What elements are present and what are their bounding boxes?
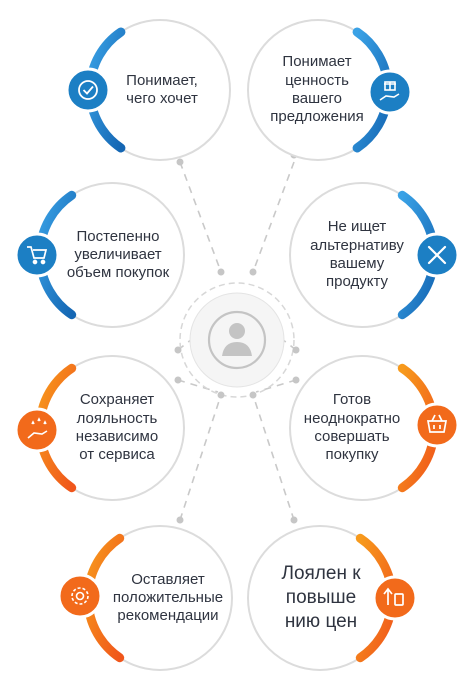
shopping-cart-icon (27, 246, 48, 265)
card-text-ready-to-repeat: Готов неоднократно совершать покупку (303, 391, 401, 464)
center-hub (179, 282, 295, 398)
card-text-increases-volume: Постепенно увеличивает объем покупок (66, 227, 170, 282)
hand-stars-icon (27, 417, 48, 439)
card-stays-loyal (14, 355, 185, 501)
card-understands-wants (65, 19, 231, 161)
user-avatar-icon (222, 323, 252, 356)
card-text-understands-wants: Понимает, чего хочет (126, 71, 198, 107)
cross-tools-icon (427, 245, 447, 265)
card-text-understands-value: Понимает ценность вашего предложения (270, 53, 364, 126)
card-increases-volume (14, 182, 185, 328)
card-ready-to-repeat (289, 355, 460, 501)
hand-gift-icon (379, 81, 400, 101)
card-no-alternative (289, 182, 460, 328)
price-up-icon (383, 587, 404, 606)
card-text-no-alternative: Не ищет альтернативу вашему продукту (310, 218, 404, 291)
card-text-stays-loyal: Сохраняет лояльность независимо от серви… (75, 391, 159, 464)
card-understands-value (247, 19, 413, 161)
badge-check-icon (78, 80, 98, 100)
card-loyal-to-prices (247, 525, 418, 671)
like-gear-icon (71, 587, 89, 605)
card-text-recommends: Оставляет положительные рекомендации (112, 570, 224, 625)
card-recommends (57, 525, 233, 671)
connector-lines (177, 161, 297, 521)
card-text-loyal-to-prices: Лоялен к повыше нию цен (281, 563, 361, 632)
basket-icon (426, 414, 448, 433)
